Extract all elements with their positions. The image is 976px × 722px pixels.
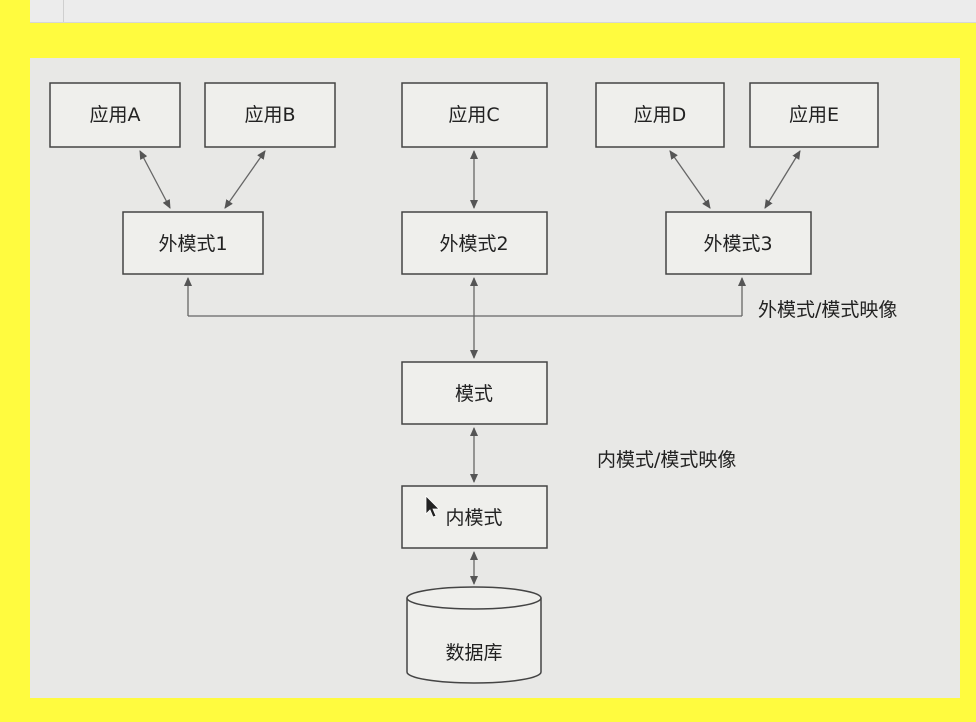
app-label-e: 应用E [789, 104, 839, 126]
arrow-app-a-to-external-1 [139, 150, 171, 209]
app-label-c: 应用C [448, 104, 499, 126]
arrow-app-d-to-external-3 [669, 150, 711, 209]
app-box-a: 应用A [49, 82, 181, 148]
external-schema-box-3: 外模式3 [665, 211, 812, 275]
database-architecture-diagram: 应用A 应用B 应用C 应用D 应用E 外模式1 外模式2 外模式 [30, 58, 960, 698]
external-schema-label-2: 外模式2 [439, 233, 508, 255]
internal-schema-mapping-label: 内模式/模式映像 [597, 449, 736, 471]
app-box-e: 应用E [749, 82, 879, 148]
diagram-canvas: 应用A 应用B 应用C 应用D 应用E 外模式1 外模式2 外模式 [49, 82, 897, 684]
app-label-d: 应用D [634, 104, 687, 126]
mouse-cursor-icon [425, 495, 440, 518]
external-schema-mapping-label: 外模式/模式映像 [758, 299, 897, 321]
app-label-a: 应用A [90, 104, 141, 126]
schema-label: 模式 [455, 383, 493, 405]
external-schema-label-1: 外模式1 [158, 233, 227, 255]
arrow-app-b-to-external-1 [224, 150, 266, 209]
toolbar-divider [63, 0, 64, 22]
database-label: 数据库 [445, 642, 502, 664]
app-box-d: 应用D [595, 82, 725, 148]
app-box-b: 应用B [204, 82, 336, 148]
top-toolbar-strip [30, 0, 976, 23]
external-schema-box-2: 外模式2 [401, 211, 548, 275]
arrow-app-e-to-external-3 [764, 150, 801, 209]
schema-box: 模式 [401, 361, 548, 425]
app-label-b: 应用B [244, 104, 295, 126]
external-schema-label-3: 外模式3 [703, 233, 772, 255]
internal-schema-label: 内模式 [445, 507, 502, 529]
app-box-c: 应用C [401, 82, 548, 148]
external-schema-box-1: 外模式1 [122, 211, 264, 275]
internal-schema-box: 内模式 [401, 485, 548, 549]
database-cylinder: 数据库 [406, 586, 542, 684]
